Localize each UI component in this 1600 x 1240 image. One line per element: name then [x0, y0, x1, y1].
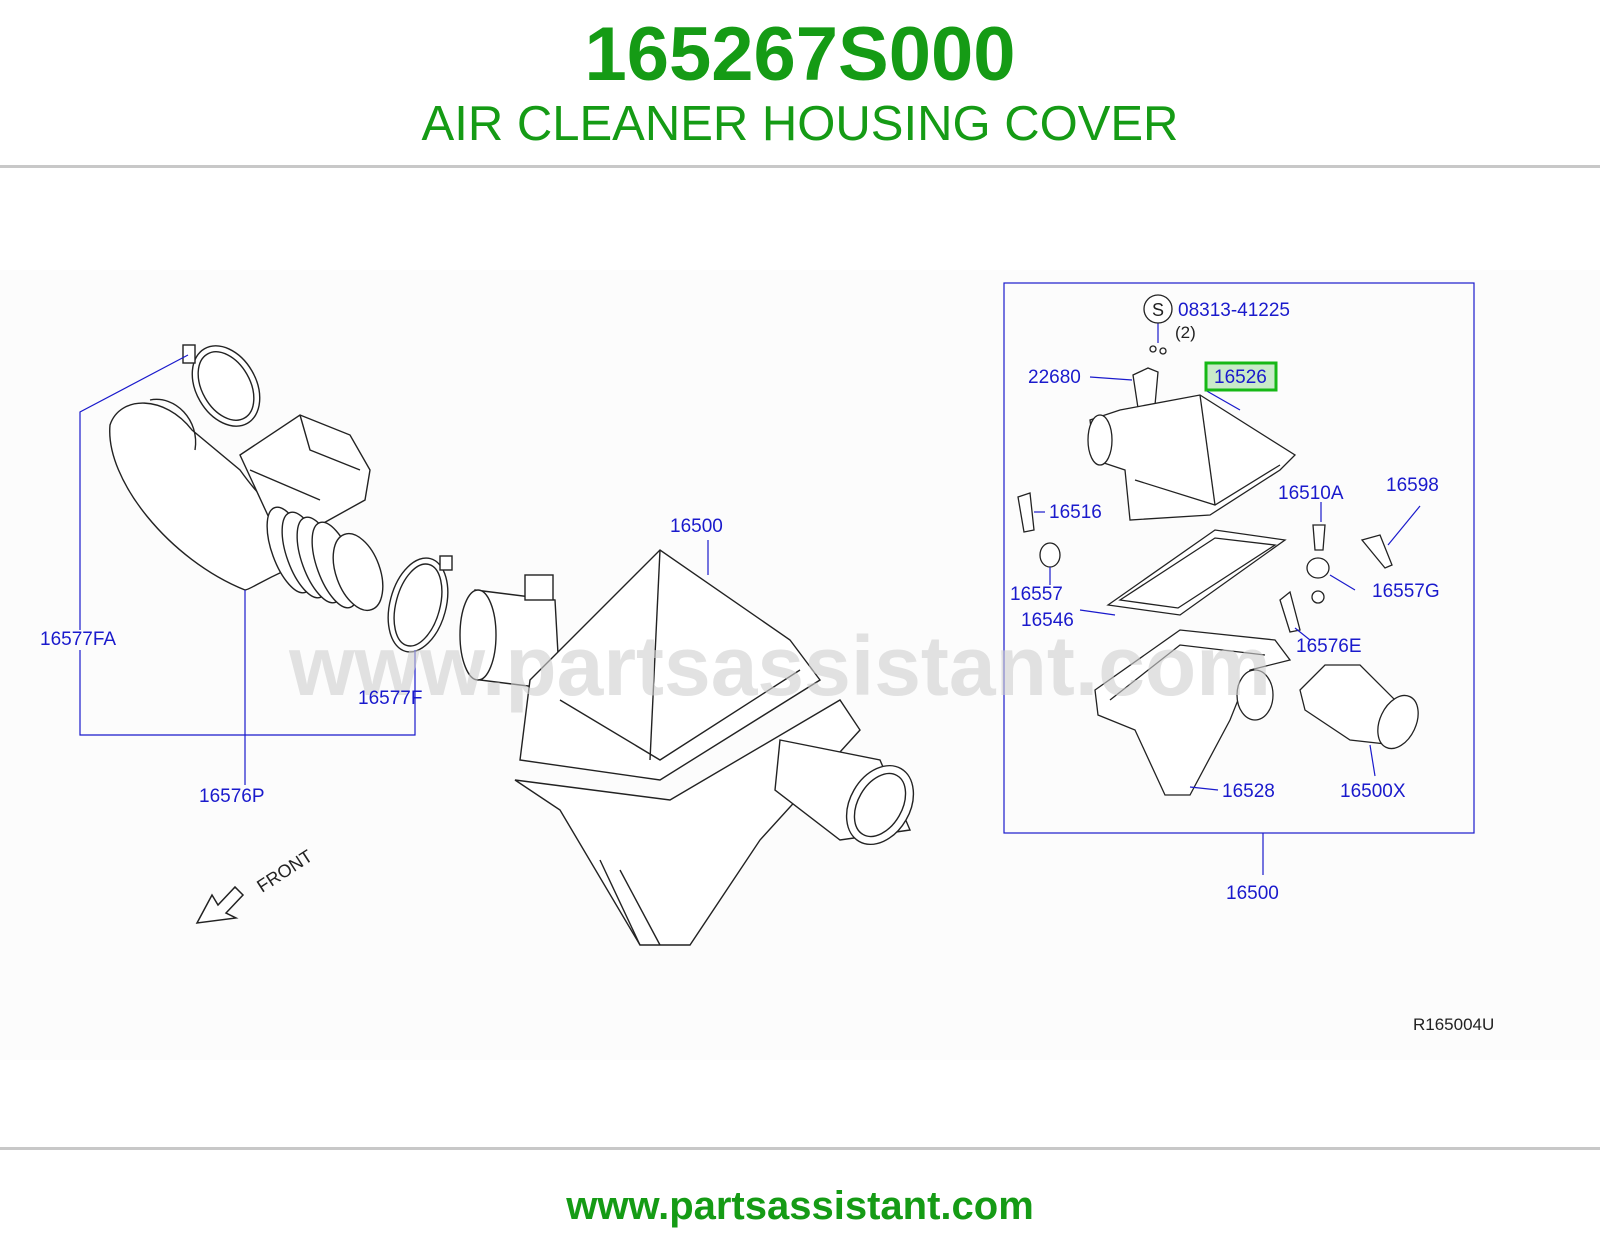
grommet-16557 — [1039, 542, 1061, 568]
label-s-symbol: S — [1152, 300, 1164, 320]
clip-16516 — [1017, 492, 1035, 533]
page-header: 165267S000 AIR CLEANER HOUSING COVER — [0, 0, 1600, 168]
air-cleaner-housing-cover — [1089, 394, 1297, 521]
screw-part — [1149, 345, 1157, 353]
parts-diagram: www.partsassistant.com 16577FA 16576P 16… — [0, 270, 1600, 1070]
label-16500-box[interactable]: 16500 — [1226, 883, 1279, 904]
label-16526[interactable]: 16526 — [1214, 367, 1267, 388]
label-16500X[interactable]: 16500X — [1340, 781, 1406, 802]
left-leader-lines — [79, 354, 416, 785]
header-divider — [0, 165, 1600, 168]
label-16500-main[interactable]: 16500 — [670, 516, 723, 537]
exploded-view-frame — [1003, 282, 1475, 834]
label-16557G[interactable]: 16557G — [1372, 581, 1440, 602]
air-filter-element — [1106, 529, 1287, 616]
label-16576E[interactable]: 16576E — [1296, 636, 1362, 657]
exploded-parts — [1017, 345, 1419, 796]
special-part-symbol-icon — [1143, 294, 1173, 324]
label-16577F[interactable]: 16577F — [358, 688, 422, 709]
lower-tray-main — [514, 699, 861, 946]
part-description: AIR CLEANER HOUSING COVER — [421, 97, 1179, 151]
label-16516[interactable]: 16516 — [1049, 502, 1102, 523]
highlight-box-16526 — [1204, 361, 1278, 392]
label-08313-41225[interactable]: 08313-41225 — [1178, 300, 1290, 321]
label-22680[interactable]: 22680 — [1028, 367, 1081, 388]
footer-divider — [0, 1147, 1600, 1150]
air-cleaner-assembly-main — [459, 549, 915, 946]
label-16576P[interactable]: 16576P — [199, 786, 265, 807]
upper-hose-clamp — [191, 345, 261, 427]
lower-tray-16528 — [1094, 629, 1292, 796]
label-16557[interactable]: 16557 — [1010, 584, 1063, 605]
label-16577FA[interactable]: 16577FA — [40, 629, 116, 650]
label-16546[interactable]: 16546 — [1021, 610, 1074, 631]
label-16510A[interactable]: 16510A — [1278, 483, 1344, 504]
front-arrow-icon — [195, 885, 245, 924]
grommet-16557G — [1306, 557, 1330, 579]
clip-16576E — [1279, 590, 1301, 633]
part-number-title: 165267S000 — [584, 12, 1016, 97]
clip-16598 — [1360, 534, 1393, 569]
bolt-16510A — [1312, 524, 1326, 551]
right-leader-lines — [1034, 320, 1421, 791]
parts-diagram-svg: www.partsassistant.com 16577FA 16576P 16… — [0, 270, 1600, 1060]
mass-airflow-sensor — [1132, 367, 1159, 409]
watermark-text: www.partsassistant.com — [288, 619, 1271, 713]
intake-duct-assembly — [109, 344, 453, 653]
label-16528[interactable]: 16528 — [1222, 781, 1275, 802]
label-reference-code: R165004U — [1413, 1015, 1494, 1034]
label-16598[interactable]: 16598 — [1386, 475, 1439, 496]
label-quantity-2: (2) — [1175, 323, 1196, 342]
duct-bellows — [266, 506, 384, 612]
footer-site-link[interactable]: www.partsassistant.com — [566, 1184, 1034, 1228]
